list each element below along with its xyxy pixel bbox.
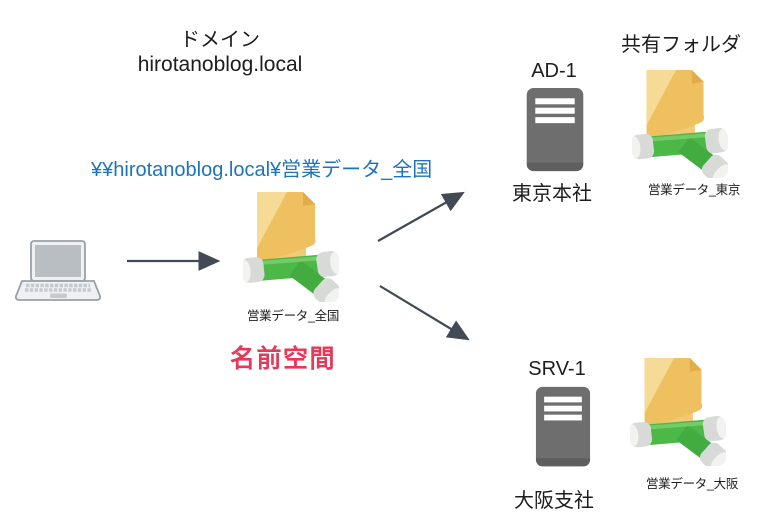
domain-name: hirotanoblog.local (137, 53, 303, 76)
arrow-namespace-to-osaka (379, 285, 470, 341)
domain-heading: ドメイン hirotanoblog.local (80, 28, 360, 77)
server-site-tokyo: 東京本社 (512, 183, 592, 205)
arrow-namespace-to-tokyo (377, 191, 465, 242)
domain-label: ドメイン (180, 29, 260, 51)
shared-folders-title: 共有フォルダ (621, 34, 741, 56)
share-label-osaka: 営業データ_大阪 (645, 477, 739, 491)
server-icon-ad1 (525, 87, 585, 173)
dfs-folder-icon-osaka (630, 358, 726, 466)
namespace-caption: 名前空間 (229, 345, 336, 373)
server-icon-srv1 (533, 386, 593, 468)
laptop-icon (14, 240, 102, 302)
server-id-ad1: AD-1 (531, 60, 577, 82)
share-label-tokyo: 営業データ_東京 (647, 183, 741, 197)
server-id-srv1: SRV-1 (528, 358, 586, 380)
namespace-folder-label: 営業データ_全国 (246, 309, 340, 323)
dfs-folder-icon-namespace (243, 192, 339, 302)
dfs-folder-icon-tokyo (632, 70, 728, 178)
server-site-osaka: 大阪支社 (514, 490, 594, 512)
unc-path: ¥¥hirotanoblog.local¥営業データ_全国 (91, 159, 433, 181)
